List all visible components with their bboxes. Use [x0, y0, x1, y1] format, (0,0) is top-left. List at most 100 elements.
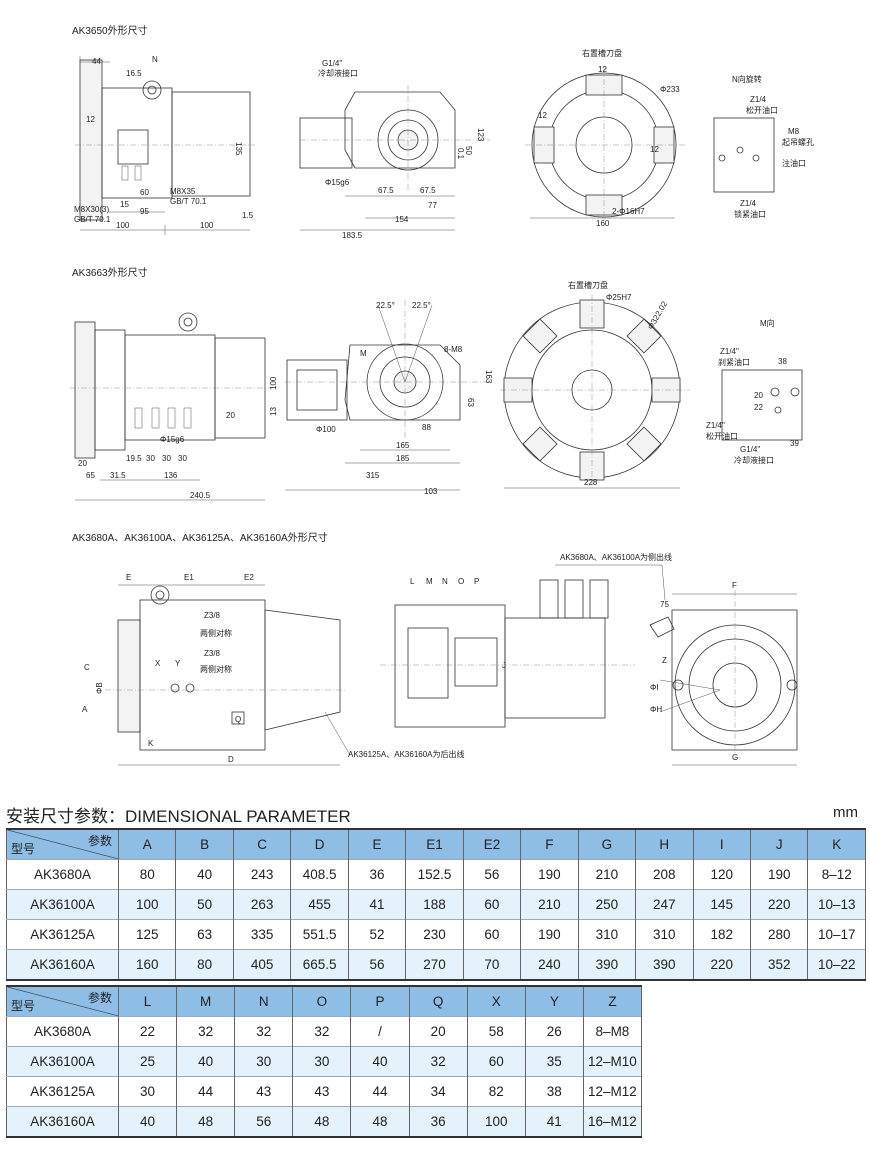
dim-label: E — [126, 573, 131, 582]
drawing-caption: 右置槽刀盘 — [568, 280, 608, 290]
dim-label: Φ233 — [660, 85, 680, 94]
column-header-i: I — [693, 829, 751, 860]
model-cell: AK36100A — [6, 1046, 119, 1077]
value-cell: 280 — [750, 919, 809, 950]
dim-label: 12 — [598, 65, 607, 74]
dim-label: 20 — [78, 459, 87, 468]
value-cell: 20 — [409, 1016, 468, 1047]
value-cell: 22 — [118, 1016, 178, 1047]
value-cell: 220 — [693, 949, 751, 980]
dim-label: Φ15g6 — [325, 178, 350, 187]
port-label: 两侧对称 — [200, 664, 232, 674]
dim-label: 95 — [140, 207, 149, 216]
dim-label: 15 — [120, 200, 129, 209]
dim-label: 13 — [269, 407, 278, 416]
column-header-q: Q — [409, 986, 468, 1017]
dim-label: N — [442, 577, 448, 586]
value-cell: 390 — [635, 949, 694, 980]
port-label: M8 — [788, 127, 800, 136]
value-cell: 263 — [233, 889, 292, 920]
value-cell: 56 — [348, 949, 407, 980]
dim-label: 228 — [584, 478, 598, 487]
dim-label: 63 — [466, 398, 475, 407]
dim-label: 44 — [92, 57, 101, 66]
parameter-section-title: 安装尺寸参数：DIMENSIONAL PARAMETER — [6, 807, 351, 826]
dim-label: 12 — [538, 111, 547, 120]
drawing-ak3650-front-view: G1/4" 冷却液接口 123 50 0.1 Φ15g6 67.5 67.5 7… — [299, 59, 490, 240]
value-cell: 230 — [405, 919, 464, 950]
value-cell: 10–17 — [807, 919, 866, 950]
value-cell: 32 — [234, 1016, 294, 1047]
value-cell: 82 — [467, 1076, 526, 1107]
dim-label: 100 — [116, 221, 130, 230]
value-cell: 10–13 — [807, 889, 866, 920]
column-header-x: X — [467, 986, 526, 1017]
value-cell: 60 — [463, 889, 522, 920]
dim-label: 183.5 — [342, 231, 363, 240]
wiring-note: AK3680A、AK36100A为侧出线 — [560, 552, 672, 562]
value-cell: 56 — [234, 1106, 294, 1137]
value-cell: 80 — [118, 859, 177, 890]
value-cell: 56 — [463, 859, 522, 890]
technical-drawings: 44 16.5 N 12 135 60 15 M8X35 GB/T 70.1 M… — [70, 48, 814, 766]
column-header-f: F — [520, 829, 579, 860]
dim-label: 123 — [476, 128, 485, 142]
port-label: 两侧对称 — [200, 628, 232, 638]
value-cell: 41 — [348, 889, 407, 920]
corner-param-label: 参数 — [87, 991, 112, 1005]
port-label: Z1/4 — [750, 95, 767, 104]
value-cell: 48 — [292, 1106, 352, 1137]
model-cell: AK36100A — [6, 889, 119, 920]
dim-label: 20 — [754, 391, 763, 400]
value-cell: 188 — [405, 889, 464, 920]
column-header-o: O — [292, 986, 352, 1017]
port-label: Z3/8 — [204, 649, 221, 658]
value-cell: 36 — [409, 1106, 468, 1137]
dim-label: Φ15g6 — [160, 435, 185, 444]
value-cell: 40 — [176, 1046, 236, 1077]
value-cell: 30 — [292, 1046, 352, 1077]
dim-label: 2-Φ16H7 — [612, 207, 645, 216]
dim-label: 240.5 — [190, 491, 211, 500]
value-cell: 100 — [467, 1106, 526, 1137]
drawing-caption: 右置槽刀盘 — [582, 48, 622, 58]
column-header-j: J — [750, 829, 809, 860]
value-cell: 160 — [118, 949, 177, 980]
value-cell: 30 — [118, 1076, 178, 1107]
value-cell: 455 — [290, 889, 349, 920]
value-cell: 40 — [175, 859, 234, 890]
value-cell: 44 — [176, 1076, 236, 1107]
value-cell: 125 — [118, 919, 177, 950]
value-cell: 44 — [350, 1076, 410, 1107]
dim-label: E2 — [244, 573, 254, 582]
value-cell: 16–M12 — [583, 1106, 643, 1137]
model-cell: AK36160A — [6, 949, 119, 980]
dim-label: 39 — [790, 439, 799, 448]
angle-label: 22.5° — [376, 301, 395, 310]
port-label: 刹紧油口 — [718, 357, 750, 367]
dim-label: O — [458, 577, 464, 586]
value-cell: 210 — [520, 889, 579, 920]
port-label: 冷却液接口 — [734, 455, 774, 465]
column-header-l: L — [118, 986, 178, 1017]
dim-label: 12 — [650, 145, 659, 154]
corner-model-label: 型号 — [11, 842, 36, 856]
drawing-series-top-view: L M N O P J AK3680A、AK36100A为侧出线 75 — [380, 552, 672, 728]
model-cell: AK36125A — [6, 919, 119, 950]
dim-label: 20 — [226, 411, 235, 420]
standard-label: GB/T 70.1 — [74, 215, 111, 224]
dim-label: 100 — [269, 376, 278, 390]
bolt-label: M8X35 — [170, 187, 196, 196]
value-cell: 243 — [233, 859, 292, 890]
dim-label: 65 — [86, 471, 95, 480]
wiring-note: AK36125A、AK36160A为后出线 — [348, 749, 465, 759]
value-cell: 551.5 — [290, 919, 349, 950]
value-cell: 8–12 — [807, 859, 866, 890]
value-cell: 8–M8 — [583, 1016, 643, 1047]
dim-label: E1 — [184, 573, 194, 582]
dim-label: 154 — [395, 215, 409, 224]
value-cell: 32 — [292, 1016, 352, 1047]
value-cell: 26 — [525, 1016, 584, 1047]
value-cell: 12–M12 — [583, 1076, 643, 1107]
